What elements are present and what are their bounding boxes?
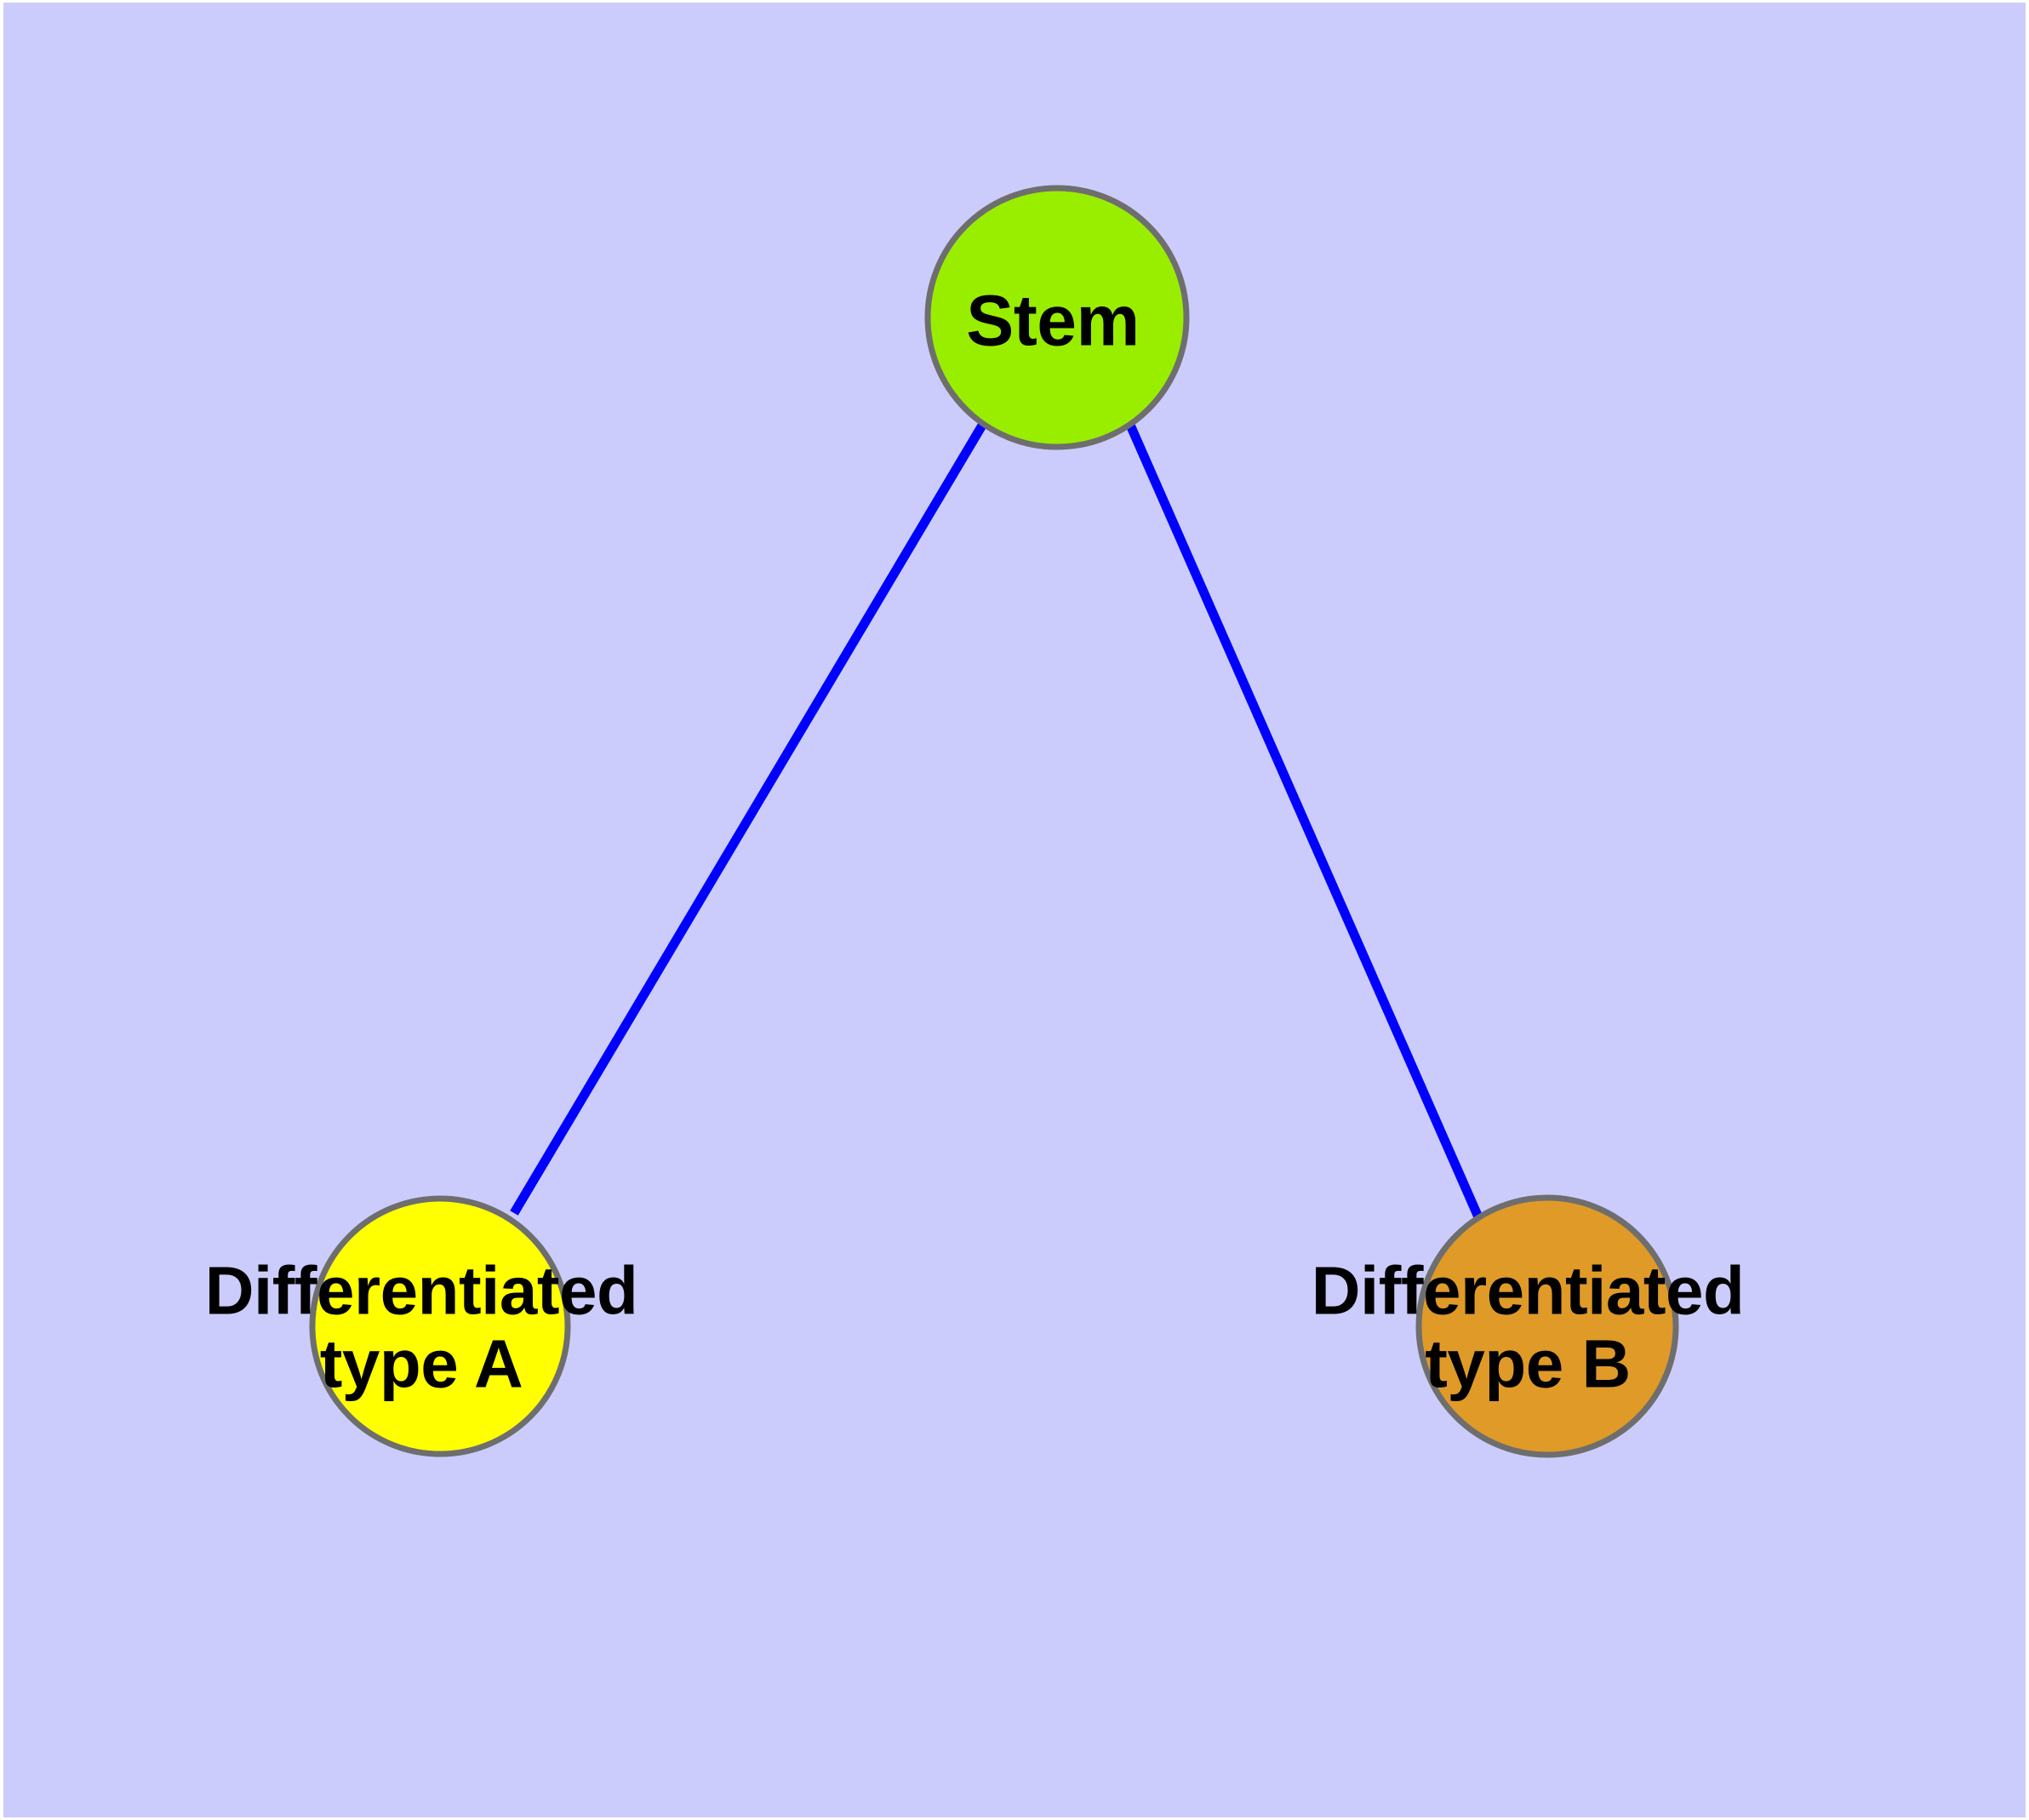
edge-layer — [510, 421, 1484, 1222]
node-layer — [309, 185, 1679, 1458]
edge-stem-to-type-a[interactable] — [510, 421, 987, 1216]
edge-stem-to-type-b[interactable] — [1124, 421, 1484, 1222]
node-differentiated-type-b-circle[interactable] — [1415, 1194, 1679, 1458]
node-differentiated-type-a-circle[interactable] — [309, 1195, 571, 1457]
node-stem-circle[interactable] — [924, 185, 1190, 450]
